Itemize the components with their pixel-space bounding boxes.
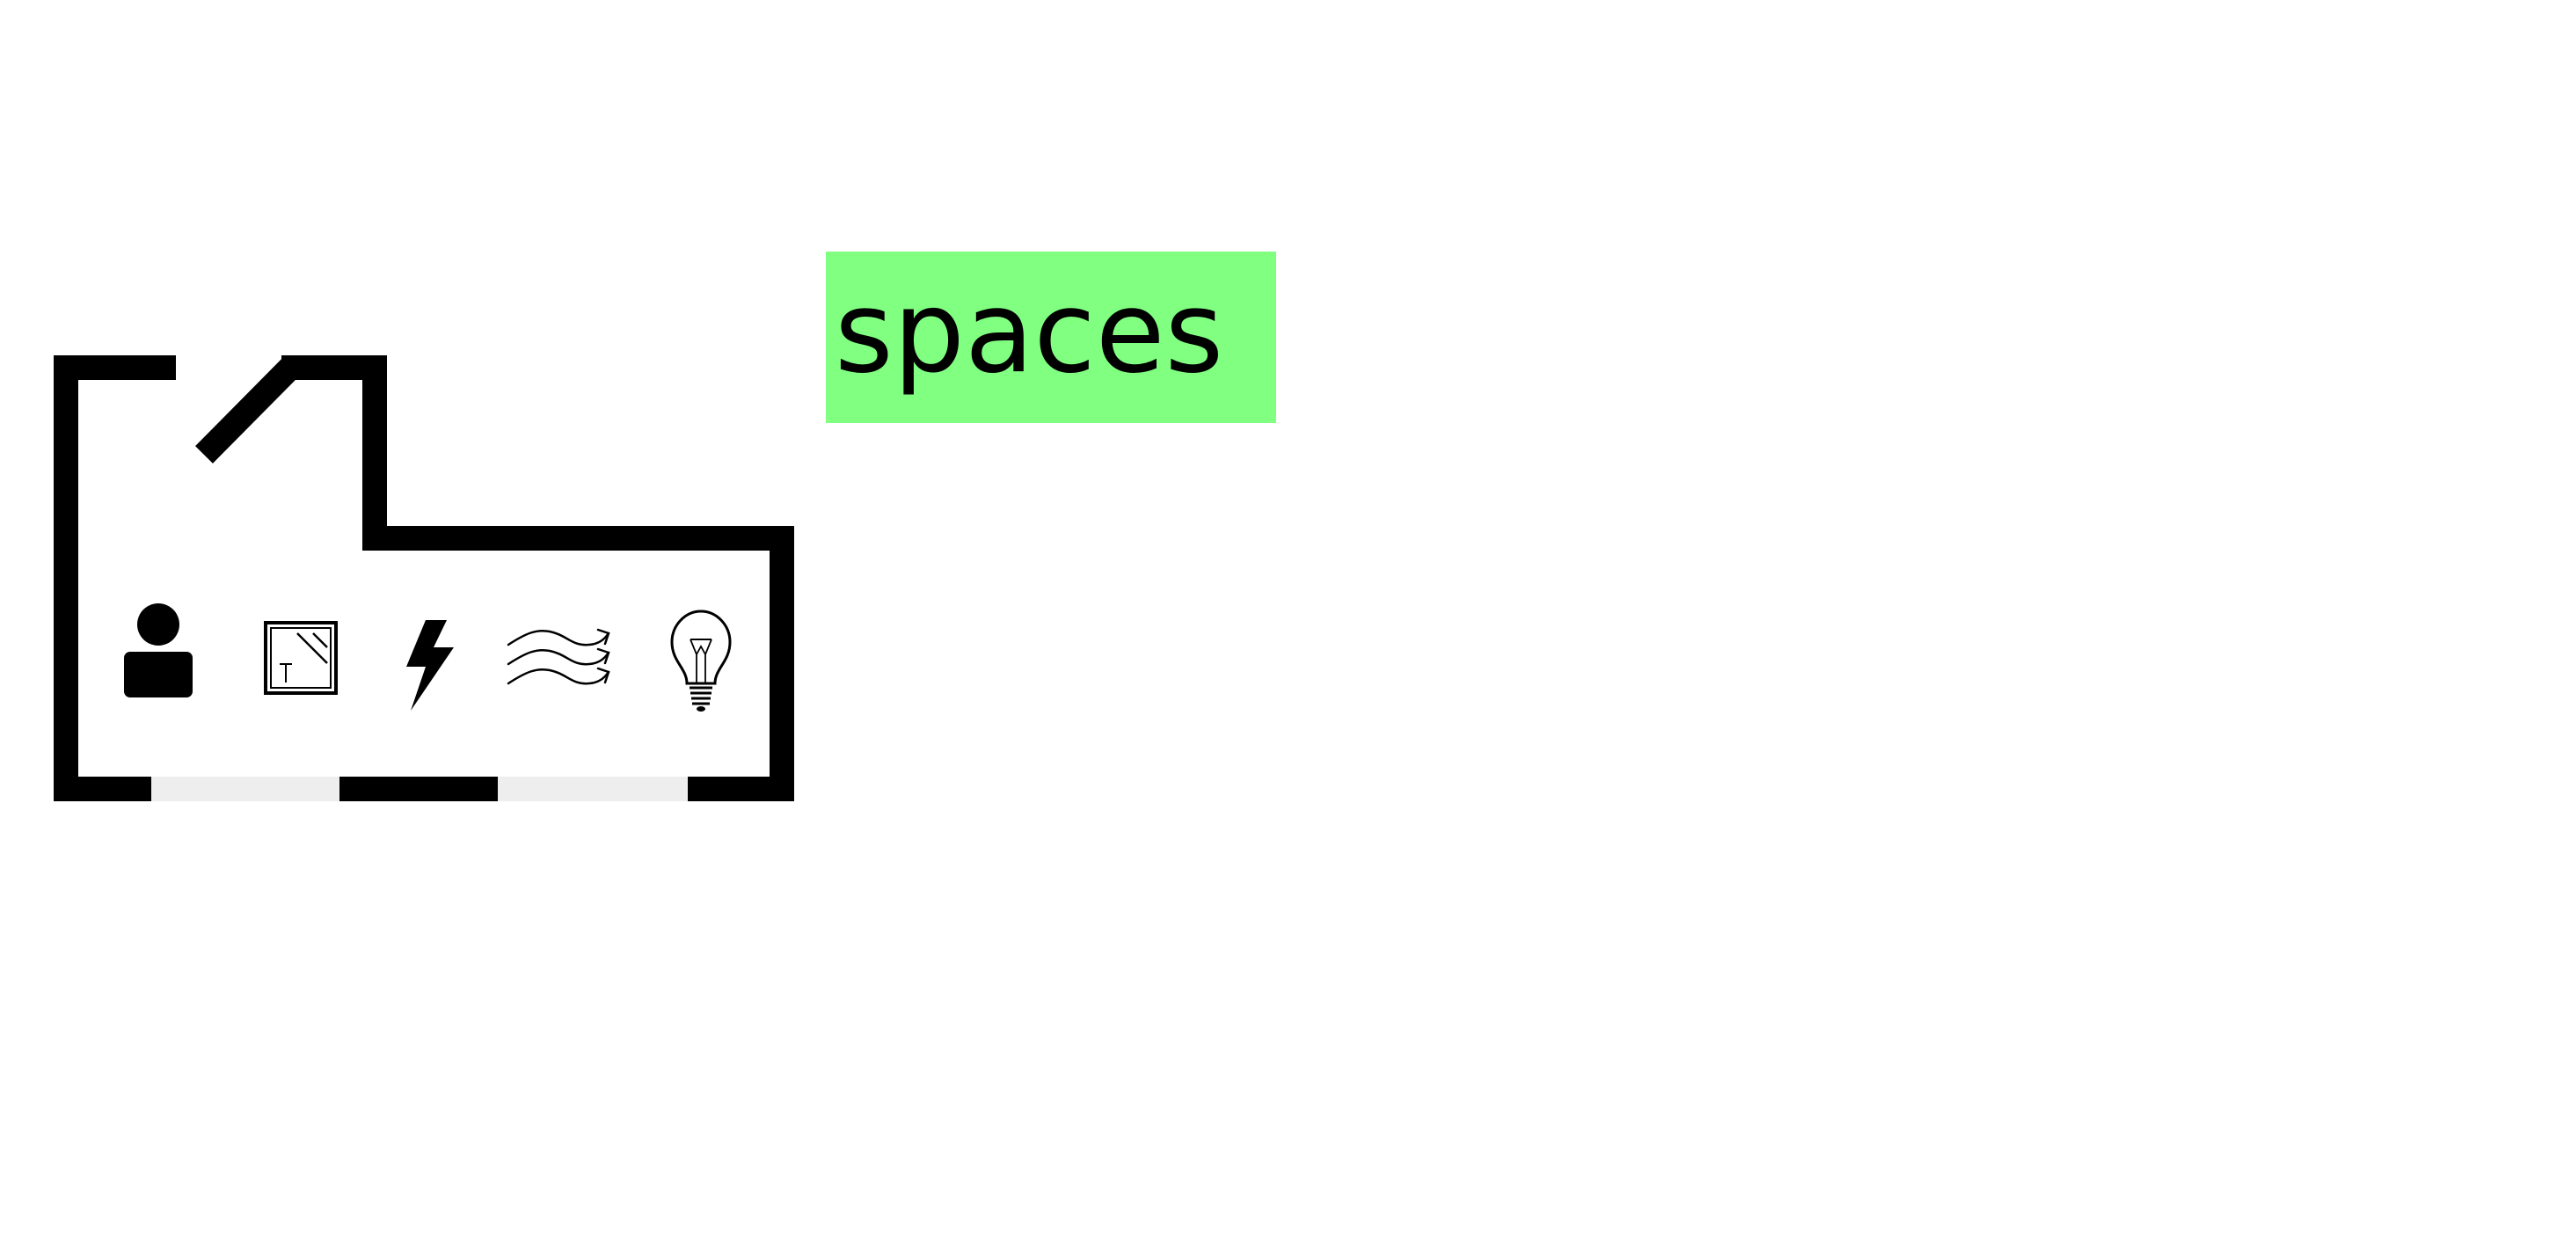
light-bulb-icon [670, 610, 732, 712]
spaces-label-box: spaces [826, 252, 1276, 423]
icons-row [124, 603, 732, 712]
person-icon [124, 603, 193, 697]
wall-top-left [54, 355, 176, 801]
air-flow-icon [507, 628, 610, 685]
window-pane-icon [264, 621, 338, 695]
windows [151, 777, 688, 801]
spaces-label: spaces [835, 267, 1224, 398]
door-leaf [195, 359, 299, 464]
lightning-bolt-icon [406, 620, 454, 711]
room-walls [54, 355, 794, 801]
window-left [151, 777, 339, 801]
wall-top-right [281, 355, 794, 801]
window-right [498, 777, 688, 801]
